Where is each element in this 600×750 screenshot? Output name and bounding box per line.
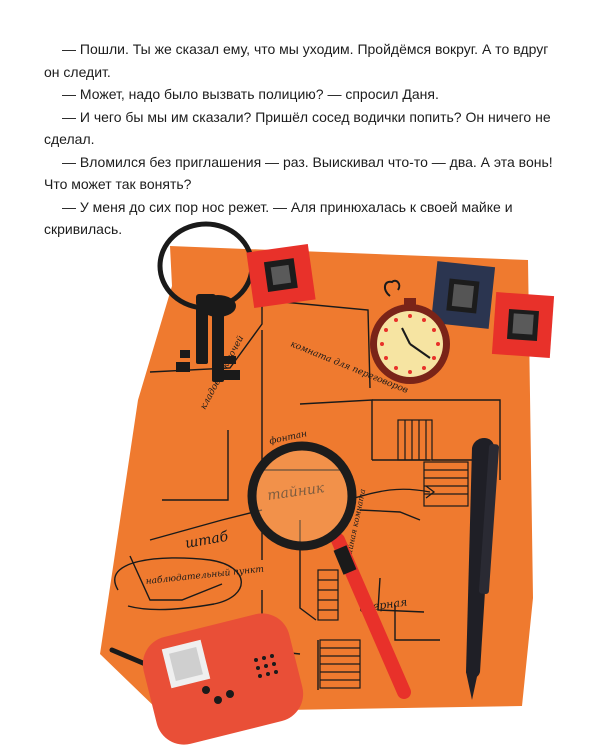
slide-frame-navy [430, 261, 496, 329]
stairs-top-right [397, 419, 433, 461]
story-text: — Пошли. Ты же сказал ему, что мы уходим… [44, 38, 564, 241]
pen-icon [466, 437, 500, 700]
stairs-left [317, 569, 339, 621]
pocket-watch-icon [370, 279, 450, 384]
stairs-bottom [319, 639, 361, 689]
secret-arrow [347, 488, 431, 501]
paragraph-4: — Вломился без приглашения — раз. Выиски… [44, 153, 553, 193]
paragraph-3: — И чего бы мы им сказали? Пришёл сосед … [44, 108, 551, 148]
key-icon [176, 295, 240, 382]
slide-frame-red [246, 243, 316, 309]
magnifying-glass-icon [247, 441, 411, 699]
label-hq: штаб [184, 529, 230, 552]
paragraph-2: — Может, надо было вызвать полицию? — сп… [62, 86, 439, 102]
paragraph-5: — У меня до сих пор нос режет. — Аля при… [44, 198, 513, 238]
observation-route [114, 557, 242, 611]
arrow-head [425, 485, 436, 499]
walkie-talkie-icon [109, 613, 304, 745]
slide-frame-red-2 [491, 292, 555, 358]
paragraph-1: — Пошли. Ты же сказал ему, что мы уходим… [44, 41, 549, 80]
label-secret: тайник [266, 480, 326, 504]
